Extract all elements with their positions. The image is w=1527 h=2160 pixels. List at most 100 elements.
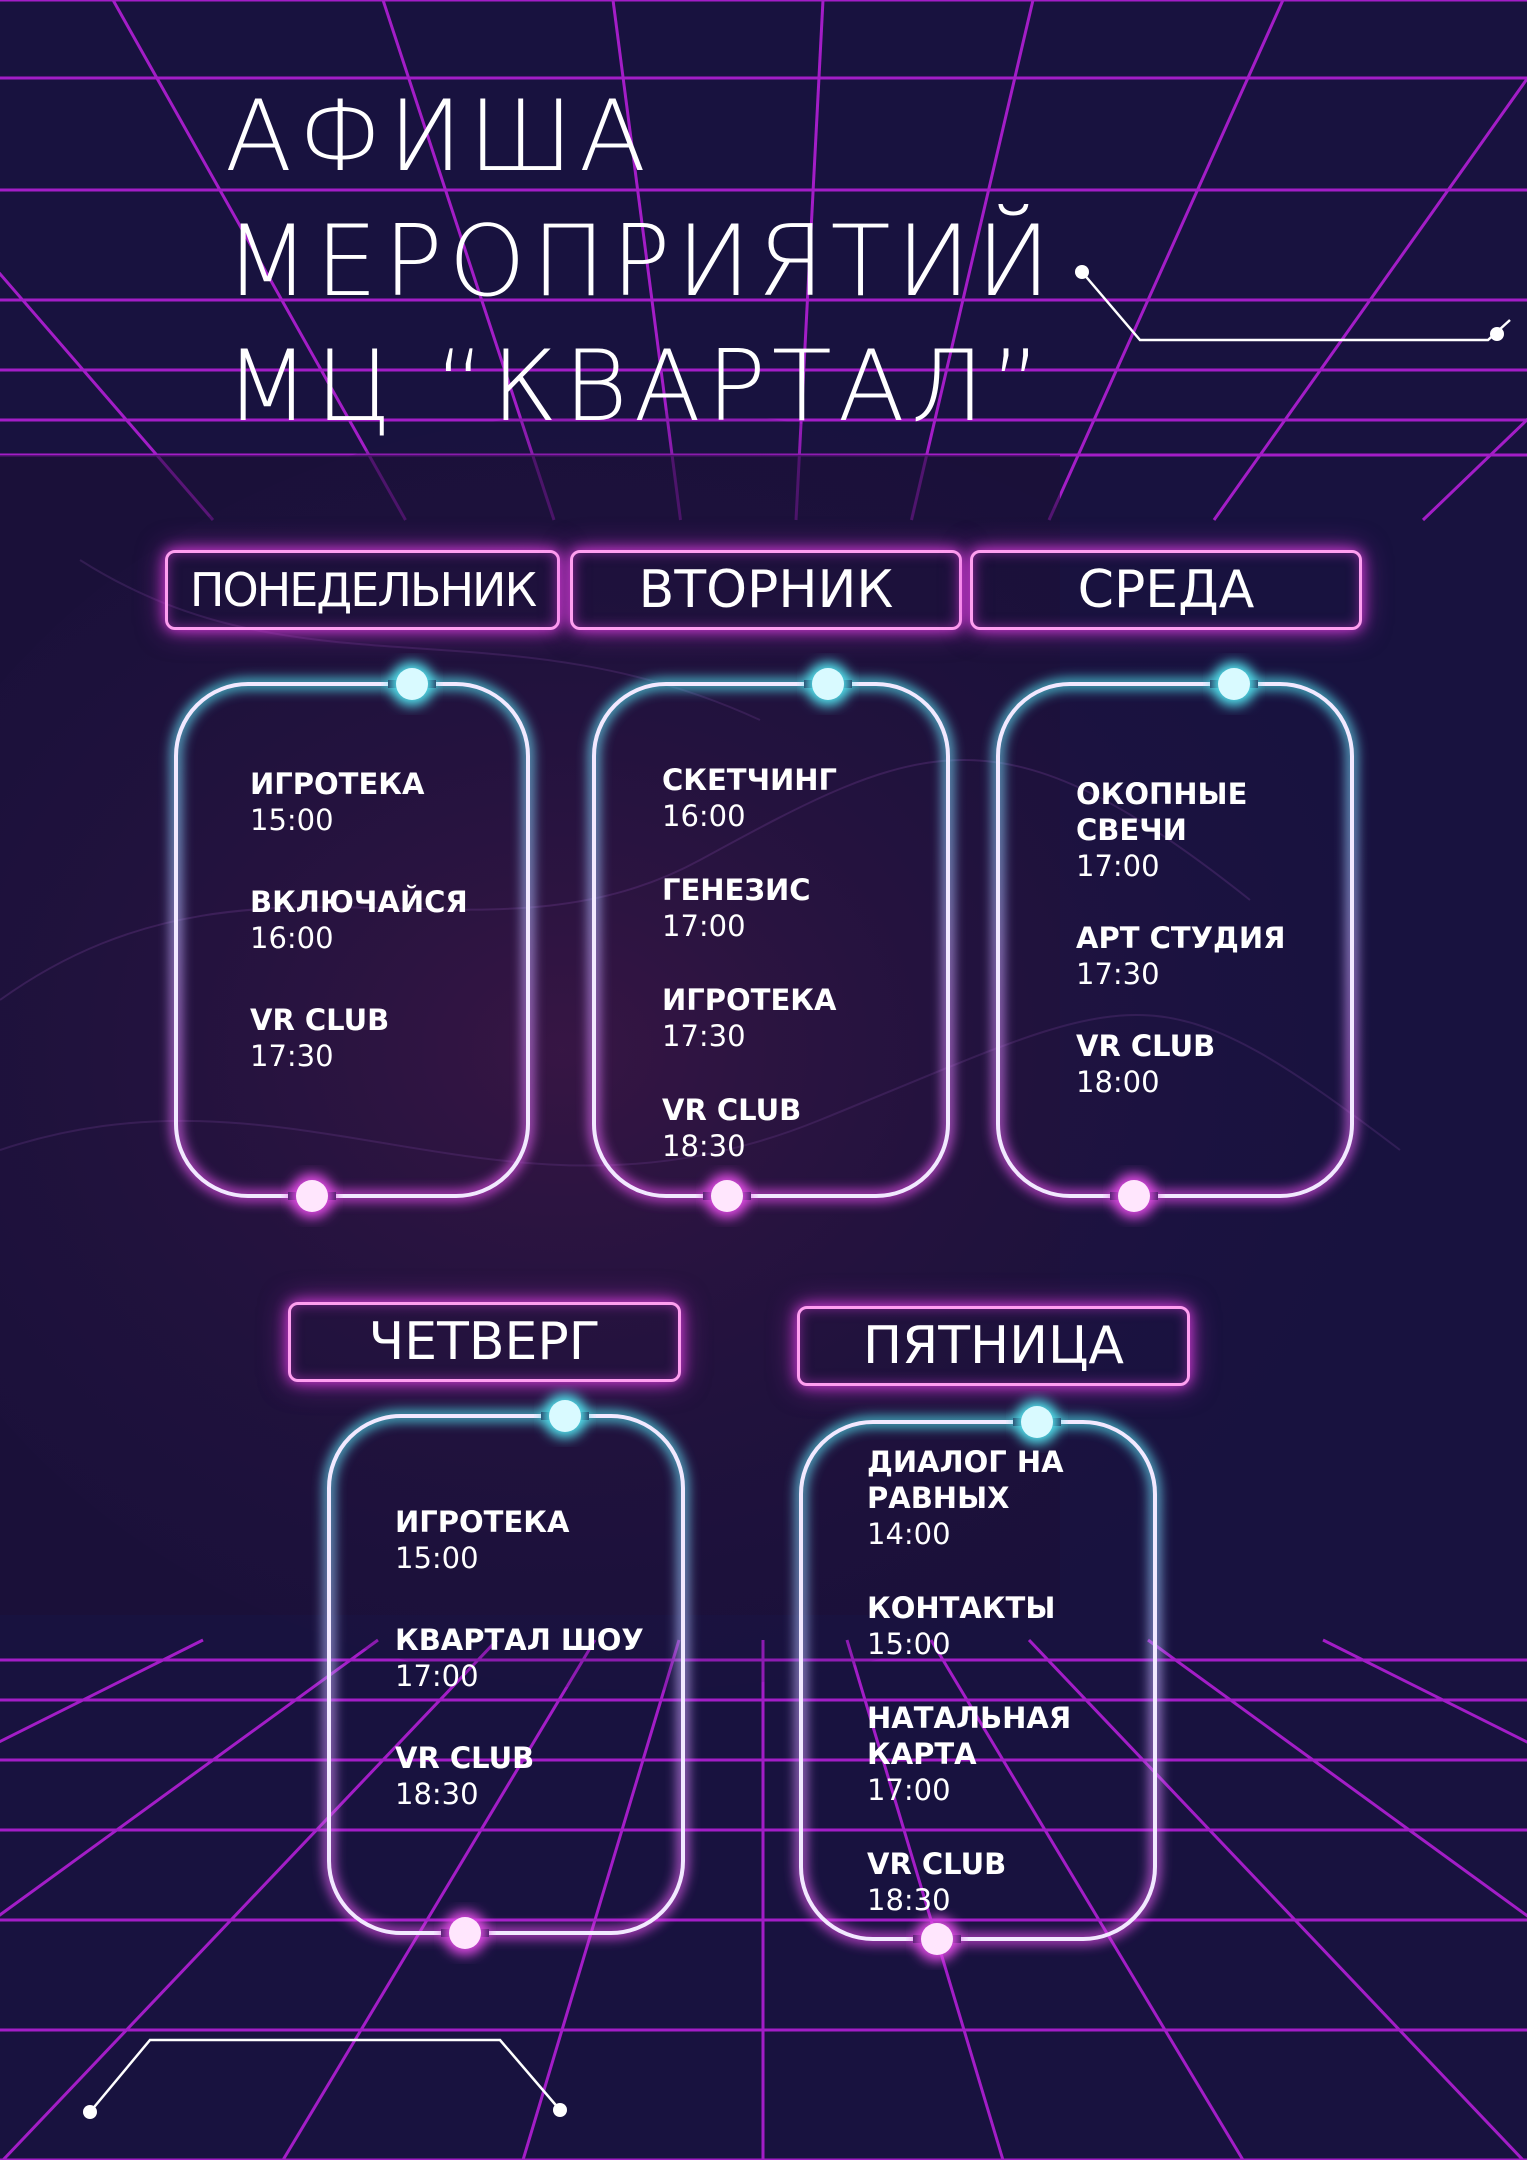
card-node-dot <box>296 1180 328 1212</box>
event-time: 17:30 <box>250 1039 334 1073</box>
event-name: VR CLUB <box>1076 1029 1216 1063</box>
grid-line <box>521 1639 681 2160</box>
event-time: 17:30 <box>1076 957 1160 991</box>
day-label-thursday: ЧЕТВЕРГ <box>288 1302 681 1382</box>
day-label-friday: ПЯТНИЦА <box>797 1306 1190 1386</box>
grid-line <box>0 1638 204 1744</box>
circuit-dot <box>83 2105 97 2119</box>
event-time: 14:00 <box>867 1517 951 1551</box>
card-frame <box>796 1400 1160 1961</box>
event-time: 17:00 <box>1076 849 1160 883</box>
event-time: 17:00 <box>662 909 746 943</box>
card-frame <box>171 662 533 1218</box>
event-time: 15:00 <box>395 1541 479 1575</box>
grid-line <box>845 1639 1005 2160</box>
card-node-dot <box>812 668 844 700</box>
day-label-monday: ПОНЕДЕЛЬНИК <box>165 550 560 630</box>
grid-line <box>1322 1638 1527 1744</box>
grid-line <box>0 271 215 521</box>
card-border <box>174 682 530 1198</box>
grid-line <box>910 0 1035 521</box>
event-name: КВАРТАЛ ШОУ <box>395 1623 644 1657</box>
event-time: 18:30 <box>662 1129 746 1163</box>
event-time: 18:00 <box>1076 1065 1160 1099</box>
card-node-dot <box>921 1923 953 1955</box>
bottom-grid-lines <box>0 1638 1527 2160</box>
card-frame <box>993 662 1357 1218</box>
grid-line <box>1 1638 499 2160</box>
grid-line <box>1421 417 1527 522</box>
title-line-1: АФИША <box>225 80 653 194</box>
event-name: ГЕНЕЗИС <box>662 873 811 907</box>
event-name: ВКЛЮЧАЙСЯ <box>250 885 468 919</box>
event-time: 18:30 <box>867 1883 951 1917</box>
event-name: ИГРОТЕКА <box>395 1505 570 1539</box>
card-border <box>996 682 1354 1198</box>
card-border <box>592 682 950 1198</box>
event-name: НАТАЛЬНАЯ КАРТА <box>867 1701 1072 1771</box>
card-node-dot <box>396 668 428 700</box>
card-frame <box>324 1394 688 1955</box>
event-name: СКЕТЧИНГ <box>662 763 838 797</box>
event-time: 16:00 <box>662 799 746 833</box>
card-node-dot <box>1021 1406 1053 1438</box>
event-time: 17:00 <box>867 1773 951 1807</box>
event-name: КОНТАКТЫ <box>867 1591 1056 1625</box>
card-frame <box>589 662 953 1218</box>
day-label-tuesday: ВТОРНИК <box>570 550 962 630</box>
event-name: ОКОПНЫЕ СВЕЧИ <box>1076 777 1248 847</box>
card-node-dot <box>1118 1180 1150 1212</box>
event-name: VR CLUB <box>395 1741 535 1775</box>
card-node-dot <box>711 1180 743 1212</box>
event-time: 17:30 <box>662 1019 746 1053</box>
event-name: VR CLUB <box>662 1093 802 1127</box>
circuit-dot <box>1075 265 1089 279</box>
circuit-dot <box>553 2103 567 2117</box>
grid-line <box>0 1638 379 1917</box>
grid-line <box>1212 76 1527 521</box>
event-name: ДИАЛОГ НА РАВНЫХ <box>867 1445 1064 1515</box>
card-node-dot <box>549 1400 581 1432</box>
event-name: ИГРОТЕКА <box>250 767 425 801</box>
day-label-wednesday: СРЕДА <box>970 550 1362 630</box>
card-border <box>327 1414 685 1935</box>
title-line-2: МЕРОПРИЯТИЙ <box>225 205 1057 319</box>
grid-line <box>1147 1638 1527 1918</box>
event-name: VR CLUB <box>250 1003 390 1037</box>
grid-line <box>281 1639 597 2160</box>
grid-line <box>929 1639 1245 2160</box>
event-time: 15:00 <box>867 1627 951 1661</box>
event-name: ИГРОТЕКА <box>662 983 837 1017</box>
title-line-3: МЦ “КВАРТАЛ” <box>225 330 1048 444</box>
event-name: АРТ СТУДИЯ <box>1076 921 1286 955</box>
event-name: VR CLUB <box>867 1847 1007 1881</box>
grid-line <box>1027 1638 1525 2160</box>
